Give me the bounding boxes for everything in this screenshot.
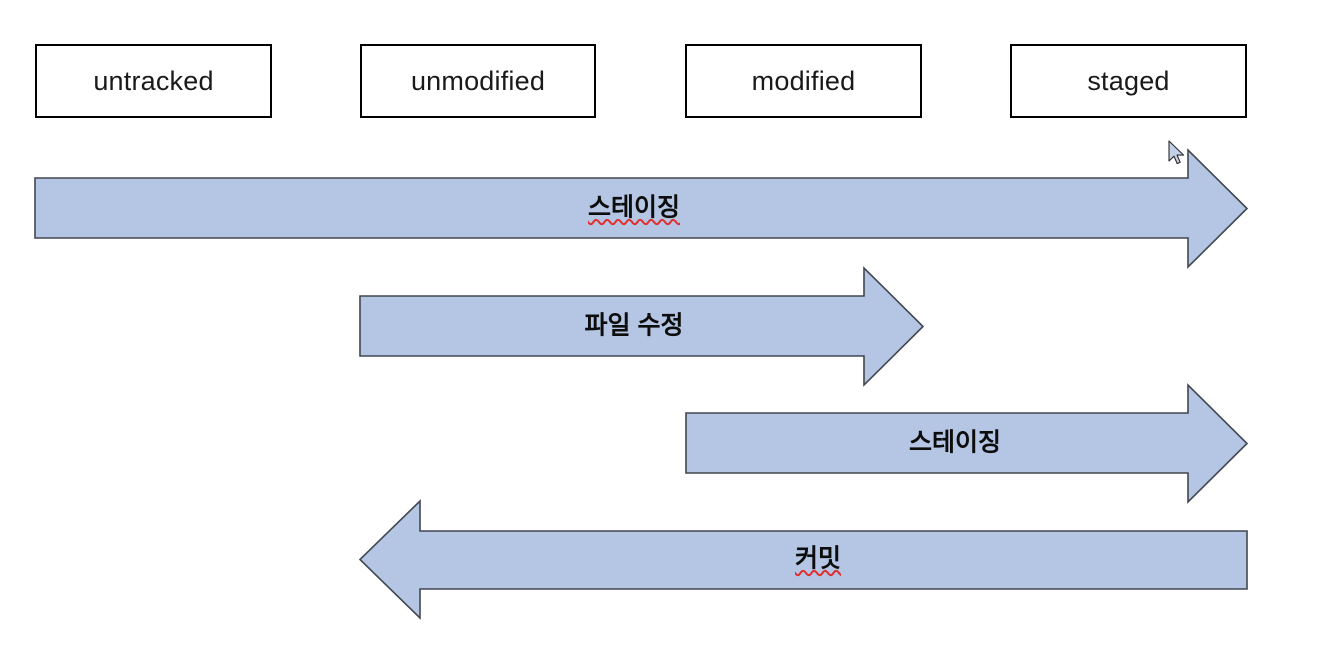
arrow-modified-to-staged[interactable] [685,383,1249,504]
state-label: modified [751,65,856,96]
arrow-shape [359,266,925,387]
arrow-shape [685,383,1249,504]
arrow-untracked-to-staged[interactable] [34,148,1249,269]
arrow-shape [358,499,1248,620]
state-label: staged [1087,65,1170,96]
state-box-untracked[interactable]: untracked [35,44,272,118]
state-box-modified[interactable]: modified [685,44,922,118]
state-label: unmodified [410,65,546,96]
arrow-staged-to-unmodified[interactable] [358,499,1248,620]
arrow-unmodified-to-modified[interactable] [359,266,925,387]
state-box-staged[interactable]: staged [1010,44,1247,118]
arrow-shape [34,148,1249,269]
state-label: untracked [93,65,214,96]
state-box-unmodified[interactable]: unmodified [360,44,596,118]
